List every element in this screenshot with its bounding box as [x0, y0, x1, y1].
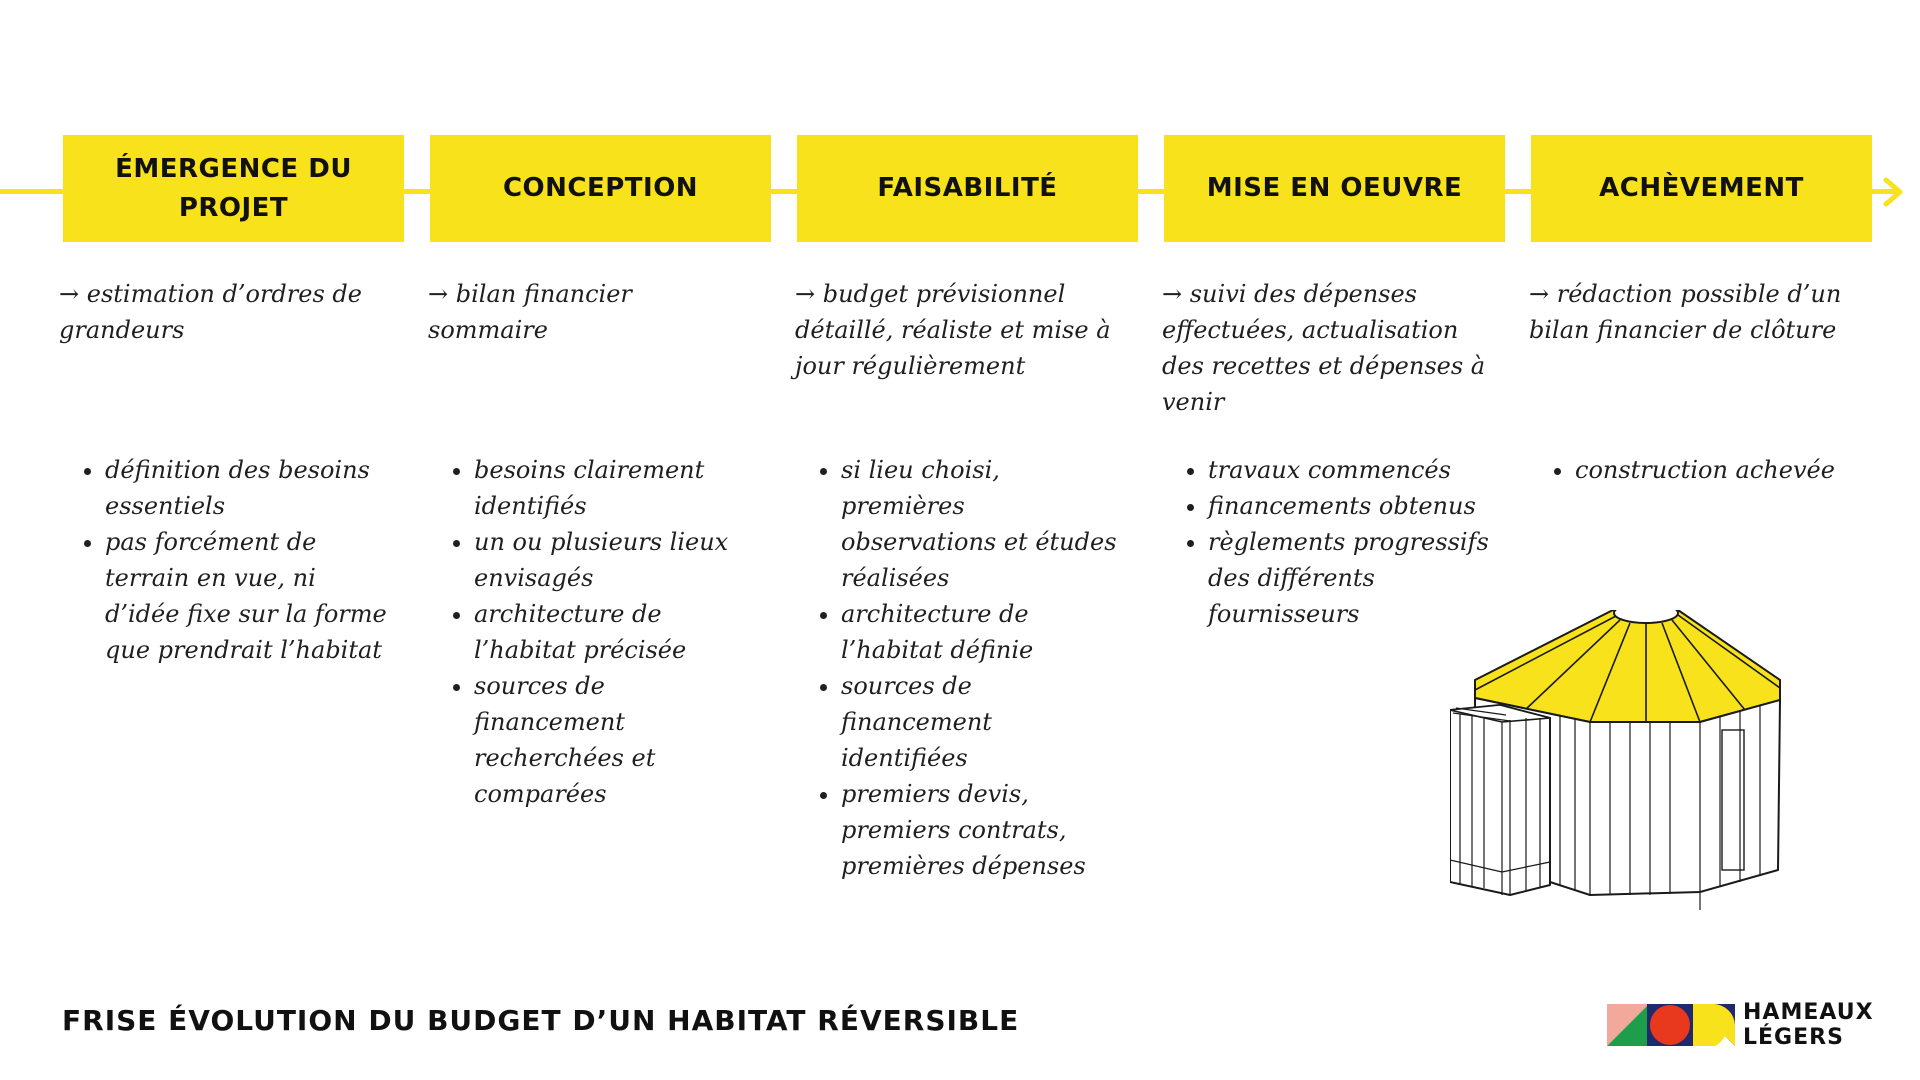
phase-faisabilite-summary: → budget prévisionnel détaillé, réaliste… [795, 280, 1111, 380]
phase-emergence-summary: → estimation d’ordres de grandeurs [59, 280, 362, 344]
logo-line-2: LÉGERS [1743, 1025, 1844, 1050]
page-title: FRISE ÉVOLUTION DU BUDGET D’UN HABITAT R… [62, 1004, 1020, 1037]
list-item: règlements progressifs des différents fo… [1208, 524, 1492, 632]
phase-faisabilite-bullets: si lieu choisi, premières observations e… [795, 452, 1125, 884]
list-item: sources de financement recherchées et co… [474, 668, 758, 812]
list-item: travaux commencés [1208, 452, 1492, 488]
yurt-illustration [1450, 610, 1781, 910]
phase-conception-title: CONCEPTION [502, 173, 699, 203]
phase-achevement-box: ACHÈVEMENT [1531, 135, 1872, 242]
list-item: construction achevée [1575, 452, 1859, 488]
list-item: si lieu choisi, premières observations e… [841, 452, 1125, 596]
phase-faisabilite-title: FAISABILITÉ [877, 173, 1058, 203]
list-item: architecture de l’habitat définie [841, 596, 1125, 668]
phase-conception-bullets: besoins clairement identifiés un ou plus… [428, 452, 758, 812]
list-item: pas forcément de terrain en vue, ni d’id… [105, 524, 389, 668]
list-item: premiers devis, premiers contrats, premi… [841, 776, 1125, 884]
logo-mark-icon [1607, 1004, 1735, 1046]
list-item: financements obtenus [1208, 488, 1492, 524]
phase-mise-en-oeuvre-summary: → suivi des dépenses effectuées, actuali… [1162, 280, 1486, 416]
list-item: définition des besoins essentiels [105, 452, 389, 524]
phase-faisabilite-box: FAISABILITÉ [797, 135, 1138, 242]
phase-emergence-box: ÉMERGENCE DU PROJET [63, 135, 404, 242]
phase-achevement-summary: → rédaction possible d’un bilan financie… [1529, 280, 1842, 344]
list-item: besoins clairement identifiés [474, 452, 758, 524]
list-item: un ou plusieurs lieux envisagés [474, 524, 758, 596]
hameaux-legers-logo: HAMEAUX LÉGERS [1607, 1000, 1907, 1050]
logo-line-1: HAMEAUX [1743, 1000, 1874, 1025]
phase-conception-summary: → bilan financier sommaire [428, 280, 632, 344]
phase-mise-en-oeuvre-box: MISE EN OEUVRE [1164, 135, 1505, 242]
list-item: sources de financement identifiées [841, 668, 1125, 776]
logo-text: HAMEAUX LÉGERS [1743, 1000, 1874, 1050]
list-item: architecture de l’habitat précisée [474, 596, 758, 668]
phase-emergence-bullets: définition des besoins essentiels pas fo… [59, 452, 389, 668]
phase-mise-en-oeuvre-title: MISE EN OEUVRE [1206, 173, 1463, 203]
phase-mise-en-oeuvre-bullets: travaux commencés financements obtenus r… [1162, 452, 1492, 632]
phase-achevement-bullets: construction achevée [1529, 452, 1859, 488]
timeline-arrow-icon [1883, 177, 1903, 207]
phase-conception-box: CONCEPTION [430, 135, 771, 242]
phase-achevement-title: ACHÈVEMENT [1599, 173, 1804, 203]
phase-emergence-title: ÉMERGENCE DU PROJET [115, 153, 352, 223]
